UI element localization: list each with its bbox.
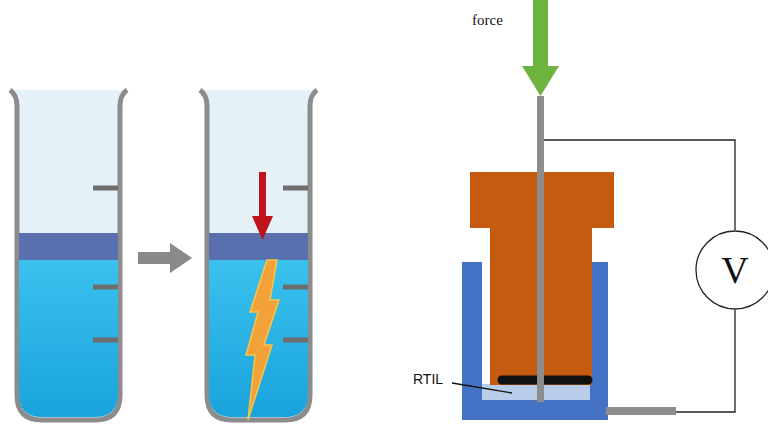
test-tube xyxy=(10,90,127,420)
part-label: RTIL xyxy=(413,371,443,387)
electrode-rod xyxy=(537,96,544,402)
rtil-liquid xyxy=(482,384,590,400)
lightning-spark xyxy=(246,260,279,420)
leader-line xyxy=(452,383,512,393)
voltmeter-symbol: V xyxy=(695,230,768,310)
green-force-arrow xyxy=(522,0,559,96)
test-tube xyxy=(200,90,317,420)
electrode-plate xyxy=(502,376,588,385)
terminal xyxy=(606,407,676,415)
force-label: force xyxy=(472,12,503,29)
force-arrow xyxy=(252,172,273,240)
voltmeter: V xyxy=(695,230,768,310)
process-arrow xyxy=(138,243,192,273)
